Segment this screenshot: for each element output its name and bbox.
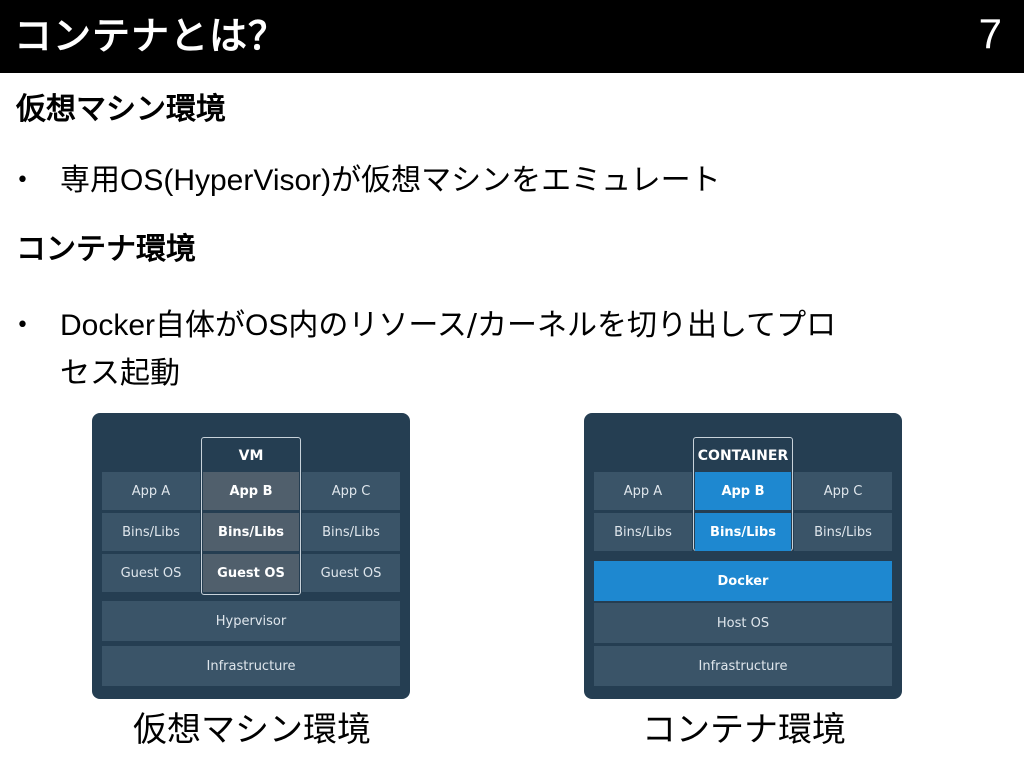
- vm-frame: VM: [201, 437, 301, 595]
- container-app-a: App A: [594, 472, 692, 510]
- vm-section-bullet: 専用OS(HyperVisor)が仮想マシンをエミュレート: [60, 163, 721, 198]
- bullet-marker: •: [16, 313, 29, 338]
- vm-guest-os-c: Guest OS: [302, 554, 400, 592]
- container-frame-label: CONTAINER: [697, 448, 789, 464]
- vm-bins-libs-c: Bins/Libs: [302, 513, 400, 551]
- container-app-c: App C: [794, 472, 892, 510]
- vm-diagram-caption: 仮想マシン環境: [133, 710, 371, 750]
- bullet-marker: •: [16, 168, 29, 193]
- vm-bins-libs-b: Bins/Libs: [203, 513, 299, 551]
- vm-app-c: App C: [302, 472, 400, 510]
- container-bins-libs-a: Bins/Libs: [594, 513, 692, 551]
- container-bins-libs-c: Bins/Libs: [794, 513, 892, 551]
- container-host-os: Host OS: [594, 603, 892, 643]
- vm-hypervisor: Hypervisor: [102, 601, 400, 641]
- vm-guest-os-a: Guest OS: [102, 554, 200, 592]
- vm-bins-libs-a: Bins/Libs: [102, 513, 200, 551]
- container-docker: Docker: [594, 561, 892, 601]
- vm-diagram: VM App A App B App C Bins/Libs Bins/Libs…: [92, 413, 410, 699]
- vm-infrastructure: Infrastructure: [102, 646, 400, 686]
- slide-title-bar: コンテナとは？ 7: [0, 0, 1024, 73]
- container-bins-libs-b: Bins/Libs: [695, 513, 791, 551]
- vm-section-heading: 仮想マシン環境: [16, 92, 226, 127]
- container-infrastructure: Infrastructure: [594, 646, 892, 686]
- vm-frame-label: VM: [238, 448, 264, 464]
- container-section-bullet: Docker自体がOS内のリソース/カーネルを切り出してプロセス起動: [60, 308, 837, 391]
- container-app-b: App B: [695, 472, 791, 510]
- vm-app-a: App A: [102, 472, 200, 510]
- container-diagram-caption: コンテナ環境: [642, 710, 846, 750]
- slide-title: コンテナとは？: [14, 14, 288, 58]
- container-section-heading: コンテナ環境: [16, 232, 196, 267]
- container-diagram: CONTAINER App A App B App C Bins/Libs Bi…: [584, 413, 902, 699]
- vm-app-b: App B: [203, 472, 299, 510]
- vm-guest-os-b: Guest OS: [203, 554, 299, 592]
- page-number: 7: [978, 10, 1002, 57]
